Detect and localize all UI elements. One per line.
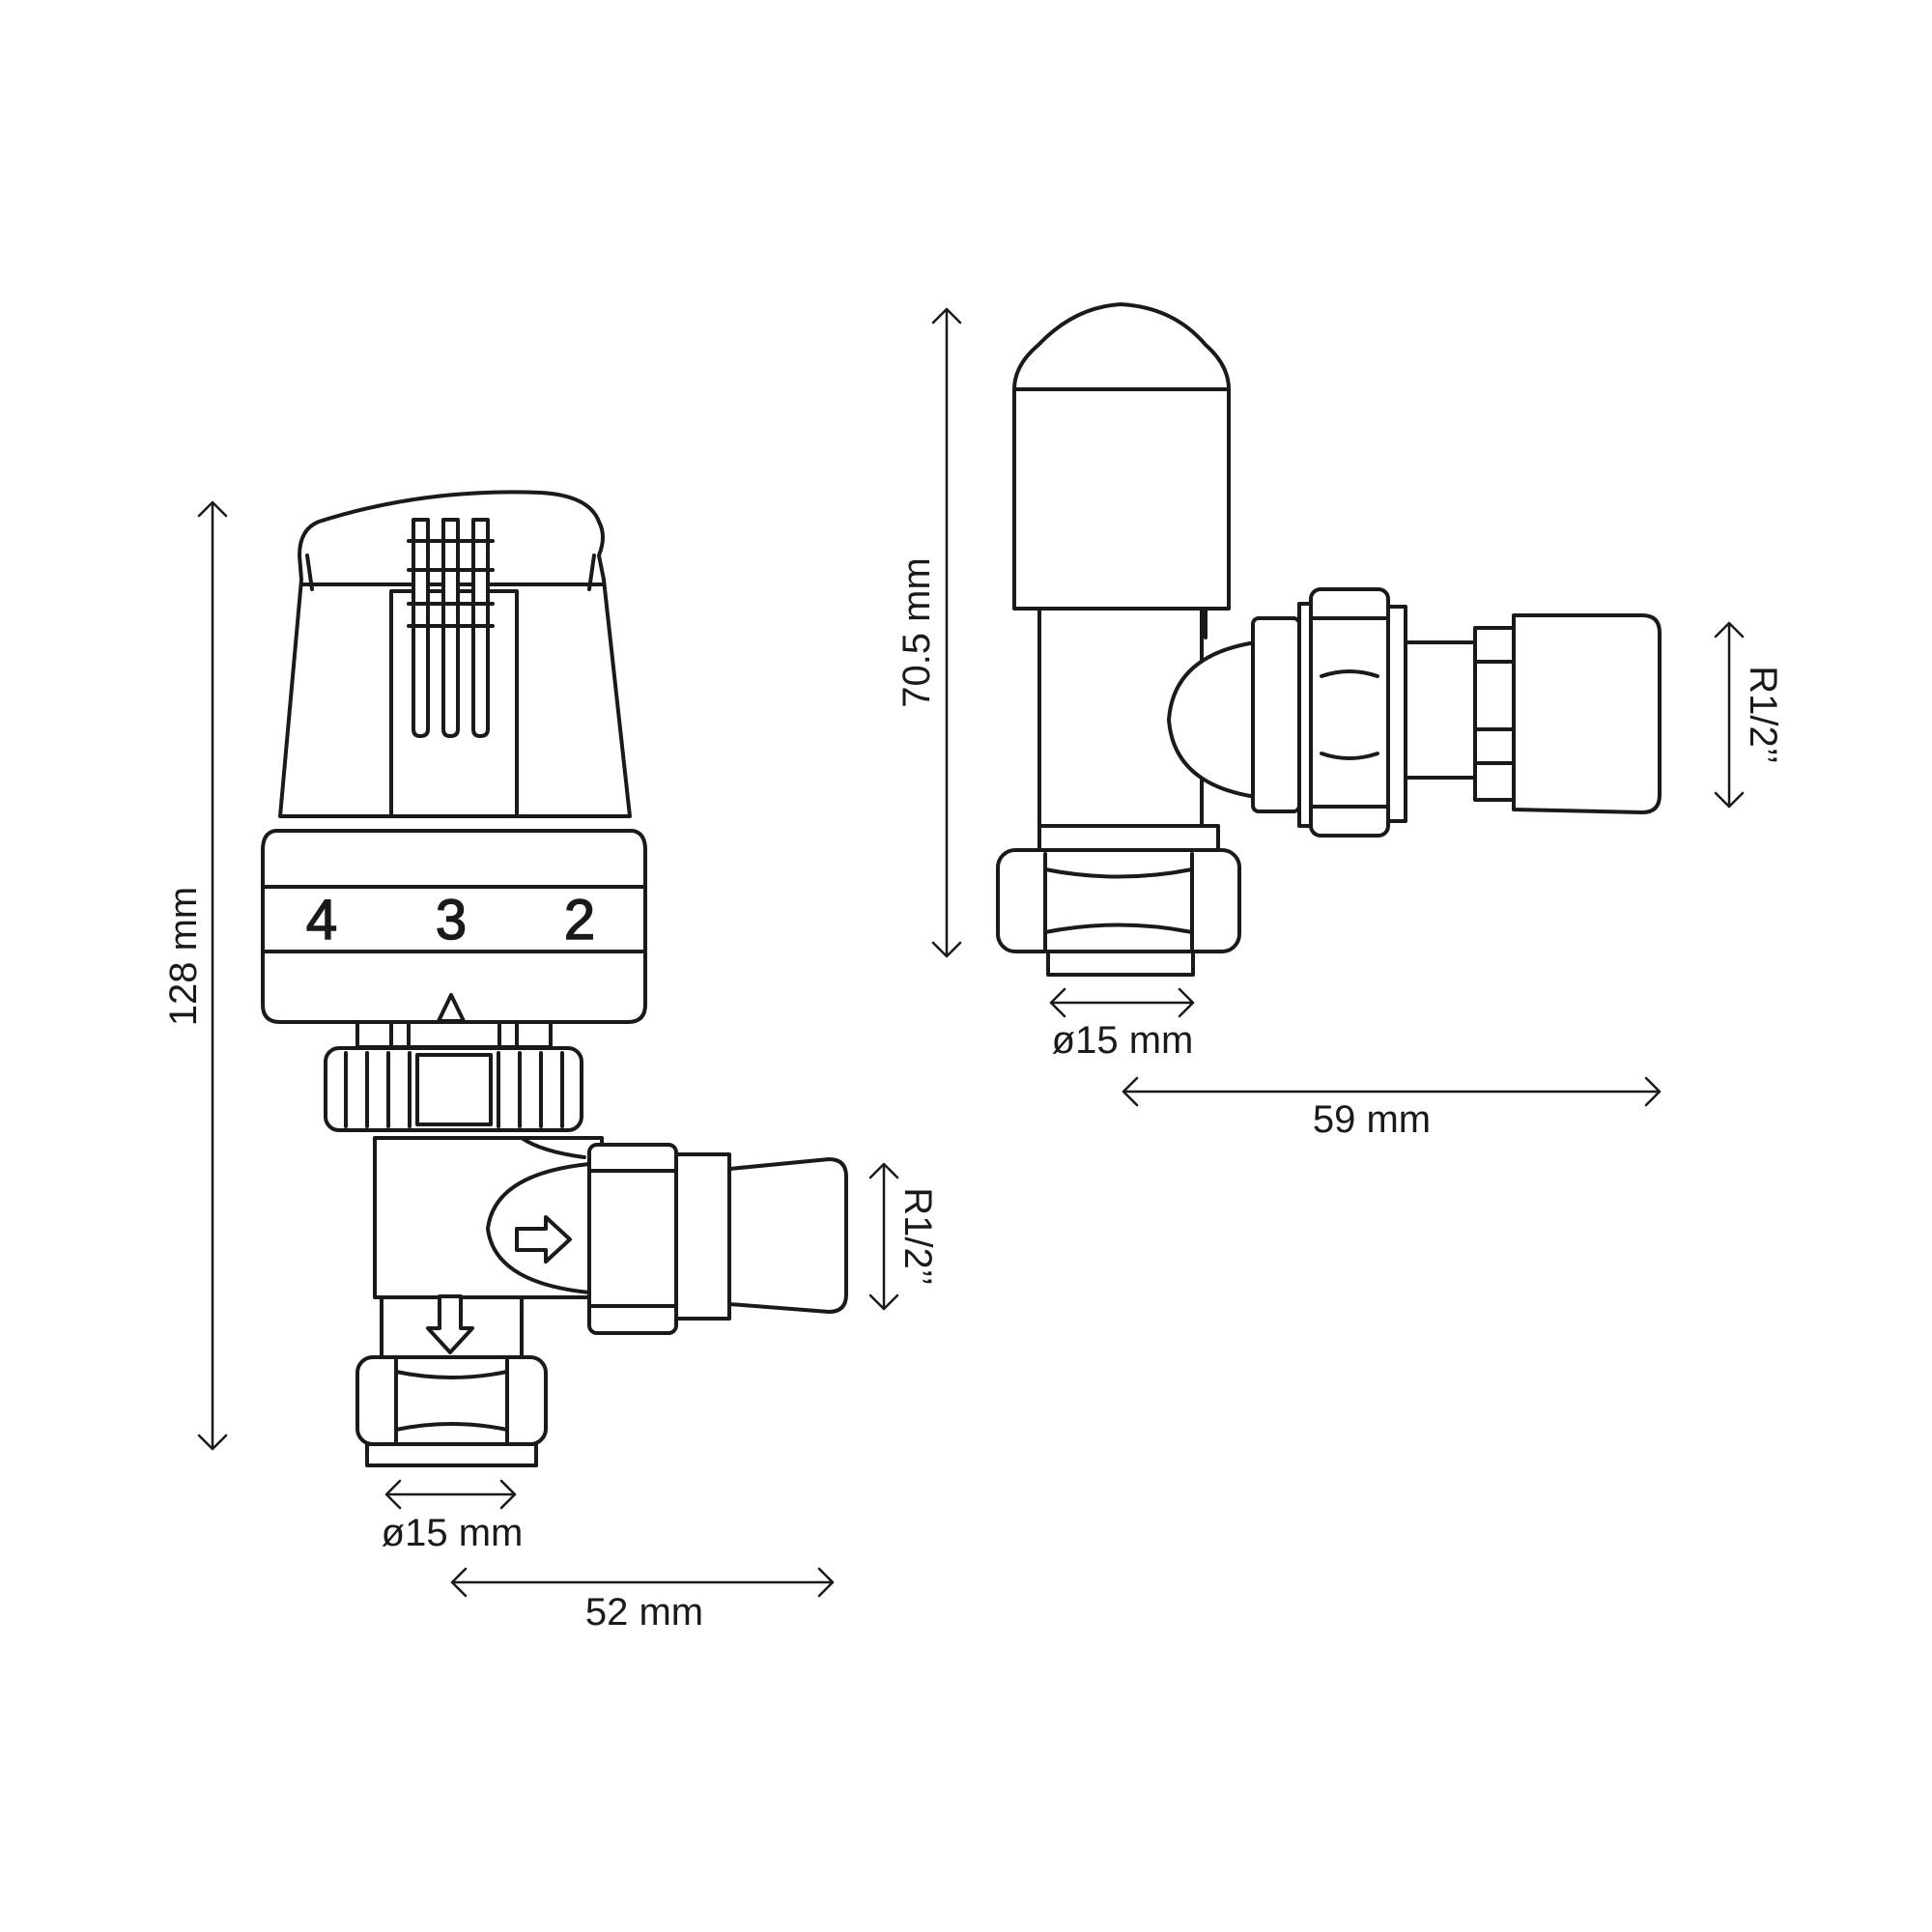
- flow-arrow-down-icon: [426, 1294, 474, 1354]
- thermostatic-radiator-valve: 4 3 2: [261, 490, 848, 1467]
- dial-number-2: 2: [564, 889, 595, 952]
- lockshield-inlet-nut: [996, 848, 1241, 953]
- width-dimension-line: [450, 1567, 835, 1598]
- dial-number-3: 3: [436, 889, 467, 952]
- pipe-diameter-label: ø15 mm: [382, 1512, 524, 1554]
- flow-arrow-right-icon: [515, 1215, 572, 1264]
- lockshield-width-label: 59 mm: [1313, 1098, 1431, 1141]
- lockshield-pipe-diameter-dimension-line: [1049, 987, 1195, 1018]
- lockshield-tail: [1512, 613, 1662, 814]
- setting-dial: [261, 829, 647, 1024]
- width-label: 52 mm: [585, 1591, 703, 1634]
- right-dimensions: 70.5 mm R1/2’’ ø15 mm 59 mm: [895, 307, 1784, 1141]
- lockshield-height-label: 70.5 mm: [895, 557, 938, 708]
- indicator-fins: [407, 518, 495, 738]
- lockshield-dome-cap: [1012, 302, 1231, 391]
- knurl-ridges: [344, 1051, 564, 1128]
- dial-number-4: 4: [306, 889, 337, 952]
- radiator-tail: [727, 1157, 848, 1314]
- thread-dimension-line: [868, 1162, 899, 1311]
- lockshield-union-ring: [1251, 616, 1301, 813]
- inlet-compression-nut: [355, 1355, 548, 1446]
- lockshield-union-nut: [1309, 587, 1390, 838]
- height-label: 128 mm: [162, 887, 205, 1027]
- height-dimension-line: [197, 500, 228, 1451]
- pipe-diameter-dimension-line: [384, 1479, 517, 1510]
- lockshield-thread-dimension-line: [1714, 621, 1745, 809]
- lockshield-width-dimension-line: [1122, 1076, 1662, 1107]
- lockshield-height-dimension-line: [931, 307, 962, 958]
- thread-label: R1/2’’: [896, 1187, 939, 1286]
- lockshield-cap: [1012, 387, 1231, 611]
- lockshield-thread-label: R1/2’’: [1742, 666, 1784, 764]
- lockshield-valve: [996, 302, 1662, 977]
- lockshield-tail-collar: [1473, 626, 1516, 802]
- lockshield-pipe-diameter-label: ø15 mm: [1052, 1019, 1194, 1062]
- left-dimensions: 128 mm R1/2’’ ø15 mm 52 mm: [162, 500, 939, 1634]
